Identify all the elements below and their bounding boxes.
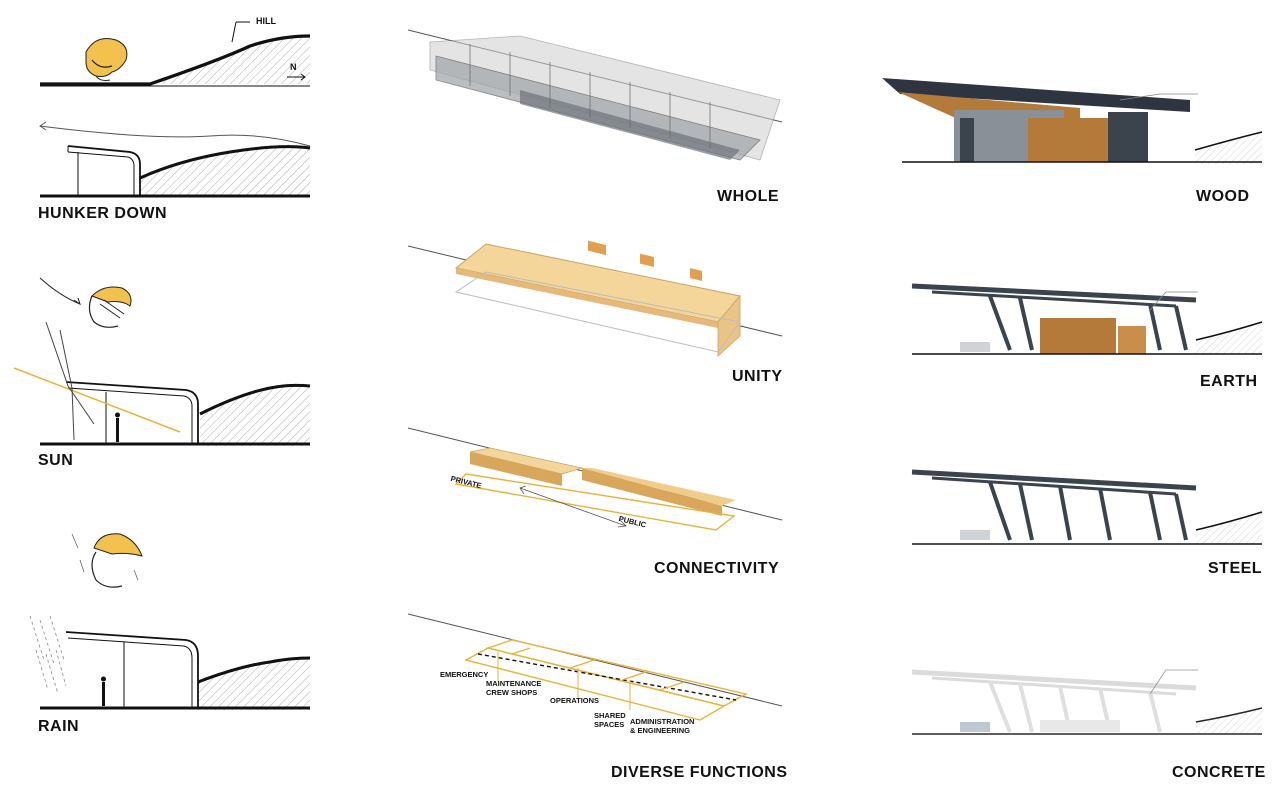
hunker-section xyxy=(39,121,311,198)
emergency-label: EMERGENCY xyxy=(440,670,489,679)
wood-title: WOOD xyxy=(1196,188,1250,205)
shared-label-1: SHARED xyxy=(594,711,626,720)
sun-section xyxy=(13,321,311,446)
rain-title: RAIN xyxy=(38,718,80,735)
unity-axonometric xyxy=(407,243,783,357)
connectivity-title: CONNECTIVITY xyxy=(654,560,780,577)
sun-head-sketch xyxy=(39,277,132,328)
concrete-section xyxy=(911,669,1263,735)
concrete-title: CONCRETE xyxy=(1172,764,1266,781)
whole-axonometric xyxy=(407,29,783,282)
rain-section xyxy=(29,615,311,710)
hill-label: HILL xyxy=(256,16,276,26)
diverse-functions-title: DIVERSE FUNCTIONS xyxy=(611,764,788,781)
diverse-functions-axonometric xyxy=(407,613,783,721)
operations-label: OPERATIONS xyxy=(550,696,600,705)
admin-label-1: ADMINISTRATION xyxy=(630,717,695,726)
connectivity-axonometric xyxy=(407,427,783,531)
hunker-hill-top xyxy=(40,21,311,87)
unity-title: UNITY xyxy=(732,368,783,385)
north-label: N xyxy=(290,62,297,72)
admin-label-2: & ENGINEERING xyxy=(630,726,691,735)
hunker-head-sketch xyxy=(85,38,128,81)
whole-title: WHOLE xyxy=(717,188,780,205)
shared-label-2: SPACES xyxy=(594,720,625,729)
rain-head-sketch xyxy=(71,533,143,588)
steel-section xyxy=(911,469,1263,545)
wood-section xyxy=(882,78,1263,164)
sun-title: SUN xyxy=(38,452,74,469)
hunker-down-title: HUNKER DOWN xyxy=(38,205,168,222)
earth-title: EARTH xyxy=(1200,373,1258,390)
maintenance-label-2: CREW SHOPS xyxy=(486,688,538,697)
maintenance-label-1: MAINTENANCE xyxy=(486,679,542,688)
steel-title: STEEL xyxy=(1208,560,1263,577)
earth-section xyxy=(911,283,1263,355)
